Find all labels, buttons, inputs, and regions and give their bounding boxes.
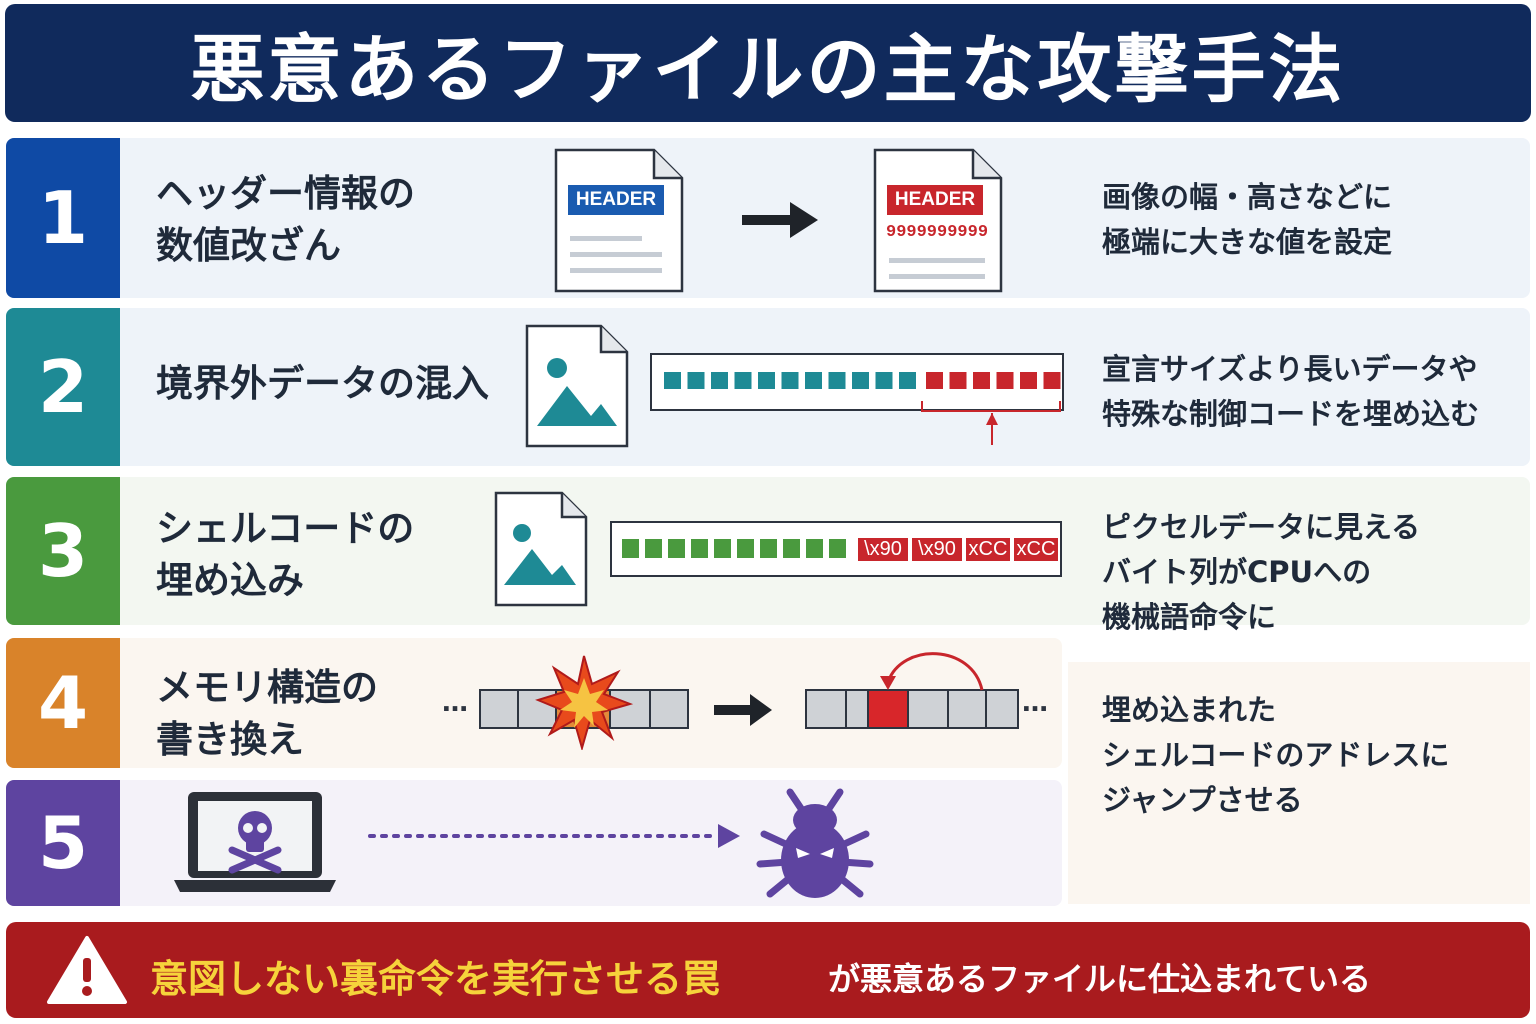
pixel-byte-cell [829,539,846,558]
data-byte-cell [734,372,752,389]
step-5-number: 5 [6,780,120,906]
step-4-description: 埋め込まれた シェルコードのアドレスに ジャンプさせる [1102,693,1450,817]
pixel-byte-cell [645,539,662,558]
step-1-description: 画像の幅・高さなどに 極端に大きな値を設定 [1102,180,1393,259]
step-3-description: ピクセルデータに見える バイト列がCPUへの 機械語命令に [1102,510,1421,634]
overflow-byte-cell [973,372,990,389]
overflow-byte-array [650,353,1064,445]
malware-bug-icon [756,788,874,898]
step-3-row: 3 シェルコードの 埋め込み \x90 \x90 xCC xCC ピクセルデータ… [6,477,1530,634]
step-4-row: 4 メモリ構造の 書き換え … … [6,638,1062,768]
shellcode-byte-4: xCC [1014,538,1058,561]
header-label-tampered: HEADER [887,185,983,215]
data-byte-cell [875,372,893,389]
overflow-byte-cell [996,372,1014,389]
step-1-row: 1 ヘッダー情報の 数値改ざん HEADER HEADER 9999999999… [6,138,1530,298]
step-4-description-panel [1068,662,1530,904]
arrow-right-icon-2 [714,694,772,726]
arrow-right-icon [742,202,818,238]
header-label-normal: HEADER [568,185,664,215]
pixel-byte-cell [760,539,777,558]
step-4-title: メモリ構造の 書き換え [156,666,378,761]
overflow-byte-cell [1020,372,1037,389]
dotted-arrow-icon [368,824,740,848]
shellcode-byte-1: \x90 [858,538,908,561]
pixel-byte-cell [783,539,800,558]
data-byte-cell [828,372,846,389]
pixel-byte-cell [737,539,754,558]
title-banner: 悪意あるファイルの主な攻撃手法 [5,4,1531,122]
header-document-icon [554,148,684,293]
step-2-row: 2 境界外データの混入 宣言サイズより長いデータや 特殊な制御コードを埋め込む [6,308,1530,466]
ellipsis-left: … [442,688,468,718]
step-3-title: シェルコードの 埋め込み [156,507,415,602]
step-2-title: 境界外データの混入 [156,362,489,405]
tampered-value: 9999999999 [886,223,989,242]
pixel-byte-cell [714,539,731,558]
shellcode-byte-3: xCC [966,538,1010,561]
data-byte-cell [758,372,775,389]
memory-cells-corrupted [479,655,689,750]
pixel-byte-cell [622,539,639,558]
pixel-byte-cell [806,539,823,558]
overflow-byte-cell [949,372,967,389]
data-byte-cell [664,372,681,389]
memory-cells-redirected [805,652,1019,729]
step-1-title: ヘッダー情報の 数値改ざん [156,172,415,267]
pixel-byte-cell [691,539,708,558]
step-5-row: 5 [6,780,1062,906]
overflow-byte-cell [1043,372,1061,389]
data-byte-cell [711,372,728,389]
warning-rest-text: が悪意あるファイルに仕込まれている [828,960,1372,998]
tampered-document-icon [873,148,1003,293]
step-1-number: 1 [6,138,120,298]
warning-highlight-text: 意図しない裏命令を実行させる罠 [150,957,721,1001]
warning-triangle-icon [47,936,127,1004]
step-1-background [120,138,1530,298]
step-3-number: 3 [6,477,120,625]
step-2-description: 宣言サイズより長いデータや 特殊な制御コードを埋め込む [1102,352,1480,431]
data-byte-cell [852,372,869,389]
data-byte-cell [687,372,705,389]
step-4-number: 4 [6,638,120,768]
image-file-icon-2 [494,491,588,607]
warning-banner [6,922,1530,1018]
step-2-number: 2 [6,308,120,466]
pixel-byte-cell [668,539,685,558]
skull-crossbones-icon [228,811,282,874]
data-byte-cell [781,372,799,389]
overflow-byte-cell [926,372,943,389]
ellipsis-right: … [1022,688,1048,718]
image-file-icon [525,324,629,448]
laptop-icon [174,792,336,892]
shellcode-byte-2: \x90 [912,538,962,561]
data-byte-cell [805,372,822,389]
data-byte-cell [899,372,916,389]
page-title: 悪意あるファイルの主な攻撃手法 [190,26,1346,113]
